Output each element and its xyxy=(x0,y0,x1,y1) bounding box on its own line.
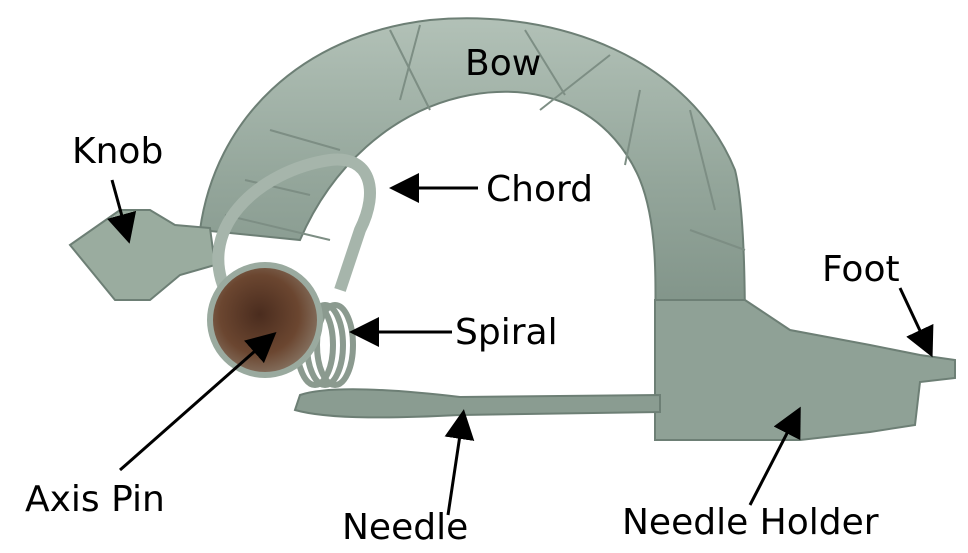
label-foot: Foot xyxy=(822,252,900,288)
label-spiral: Spiral xyxy=(455,315,558,351)
knob-shape xyxy=(70,210,215,300)
label-bow: Bow xyxy=(465,46,541,82)
needle-holder-shape xyxy=(655,300,955,440)
axis-pin-shape xyxy=(210,265,320,375)
label-needle-holder: Needle Holder xyxy=(622,505,879,541)
label-axis-pin: Axis Pin xyxy=(25,482,165,518)
label-needle: Needle xyxy=(342,510,468,546)
needle-shape xyxy=(295,389,660,417)
label-chord: Chord xyxy=(486,172,593,208)
label-knob: Knob xyxy=(72,134,163,170)
